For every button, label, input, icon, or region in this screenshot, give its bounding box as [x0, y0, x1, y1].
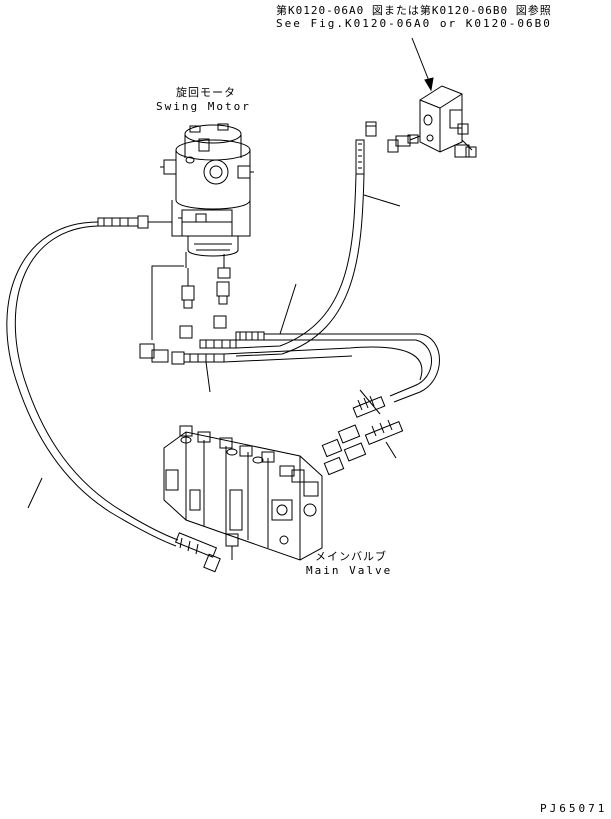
swing-motor: [160, 124, 254, 278]
reference-arrow: [412, 38, 433, 90]
part-code: PJ65071: [540, 802, 608, 815]
swing-motor-label-en: Swing Motor: [156, 100, 251, 113]
hose-set: [184, 284, 440, 402]
reference-label-jp: 第K0120-06A0 図または第K0120-06B0 図参照: [276, 4, 552, 17]
drain-hose-left: [7, 216, 220, 572]
main-valve-label-en: Main Valve: [306, 564, 393, 577]
main-valve-label-jp: メインバルブ: [315, 550, 387, 563]
main-valve: [164, 426, 322, 560]
solenoid-valve-block: [388, 86, 476, 157]
valve-hoses-right: [322, 390, 402, 475]
motor-fittings: [140, 266, 229, 364]
reference-label-en: See Fig.K0120-06A0 or K0120-06B0: [276, 17, 552, 30]
pilot-hose-right: [236, 122, 400, 356]
swing-motor-label-jp: 旋回モータ: [176, 86, 236, 99]
